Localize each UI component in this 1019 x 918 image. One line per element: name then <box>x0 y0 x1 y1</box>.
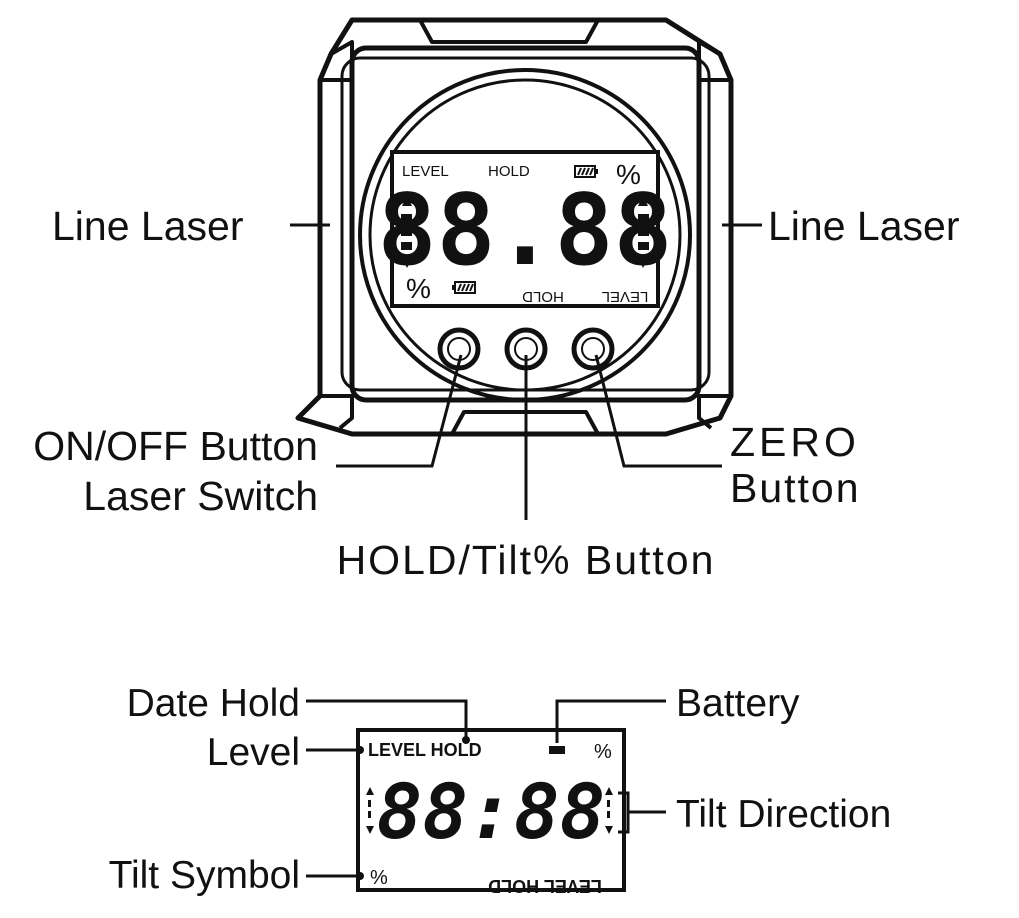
callout-date-hold: Date Hold <box>127 682 300 725</box>
callout-level: Level <box>207 731 300 774</box>
display-detail: LEVEL HOLD % 88:88 % LEVEL HOLD <box>356 728 626 896</box>
callout-hold-tilt: HOLD/Tilt% Button <box>337 537 716 583</box>
detail-lcd-bottom-right: LEVEL HOLD <box>488 876 602 896</box>
corner-facet-bl <box>320 394 354 430</box>
leader-onoff <box>336 354 463 468</box>
detail-lcd-bottom-percent: % <box>370 867 388 889</box>
detail-leader-lines <box>306 699 666 878</box>
battery-icon-bottom <box>452 281 476 294</box>
callout-laser-left: Line Laser <box>52 203 243 249</box>
housing-top-notch <box>418 19 600 44</box>
battery-icon <box>574 165 598 178</box>
zero-button[interactable] <box>571 327 615 371</box>
leader-date-hold <box>306 699 468 737</box>
device-lcd: LEVEL HOLD % 88.88 % HOLD <box>377 150 673 308</box>
device-illustration <box>295 17 734 437</box>
leader-battery <box>555 699 666 743</box>
detail-tilt-indicator-left <box>366 787 374 834</box>
device-lcd-bottom-hold: HOLD <box>522 288 564 305</box>
corner-facet-br <box>697 394 731 430</box>
device-lcd-bottom-level: LEVEL <box>602 288 649 305</box>
detail-battery-icon <box>549 746 565 754</box>
device-lcd-top-hold: HOLD <box>488 163 530 180</box>
callout-onoff-line1: ON/OFF Button <box>33 423 318 469</box>
device-lcd-frame <box>390 150 660 308</box>
callout-tilt-direction: Tilt Direction <box>676 793 891 836</box>
detail-lcd-top-percent: % <box>594 741 612 763</box>
callout-tilt-symbol: Tilt Symbol <box>109 854 300 897</box>
tilt-direction-indicator-right <box>638 196 649 268</box>
tilt-direction-indicator-left <box>401 196 412 268</box>
detail-lcd-top-left: LEVEL HOLD <box>368 740 482 760</box>
detail-lcd-digits: 88:88 <box>377 767 606 856</box>
callout-battery: Battery <box>676 682 800 725</box>
device-buttons <box>437 327 615 371</box>
device-lcd-top-level: LEVEL <box>402 163 449 180</box>
device-lcd-digits: 88.88 <box>377 174 672 288</box>
device-leader-lines <box>290 223 762 520</box>
leader-zero <box>594 354 722 468</box>
detail-leader-dots <box>356 736 470 880</box>
callout-laser-right: Line Laser <box>768 203 959 249</box>
device-lcd-bottom-percent: % <box>406 273 431 304</box>
callout-zero-line2: Button <box>730 465 861 511</box>
callout-zero-line1: ZERO <box>730 419 860 465</box>
callout-onoff-line2: Laser Switch <box>83 473 318 519</box>
detail-tilt-indicator-right <box>605 787 613 834</box>
device-lcd-top-percent: % <box>616 159 641 190</box>
detail-lcd-frame <box>356 728 626 892</box>
